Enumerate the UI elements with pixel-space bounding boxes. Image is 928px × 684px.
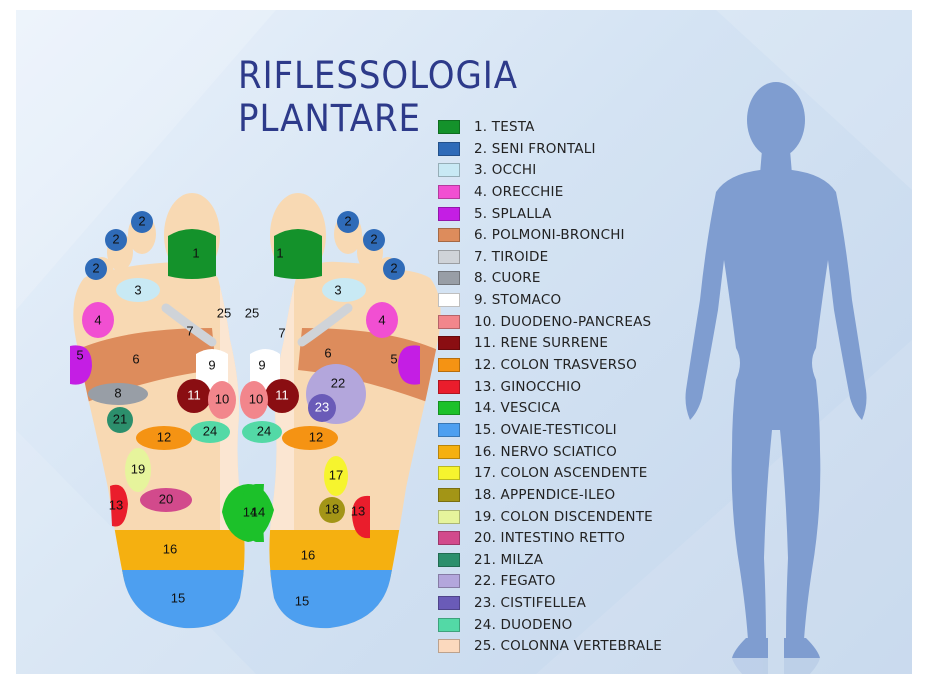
human-silhouette: [16, 10, 912, 674]
illustration-canvas: RIFLESSOLOGIA PLANTARE: [16, 10, 912, 674]
